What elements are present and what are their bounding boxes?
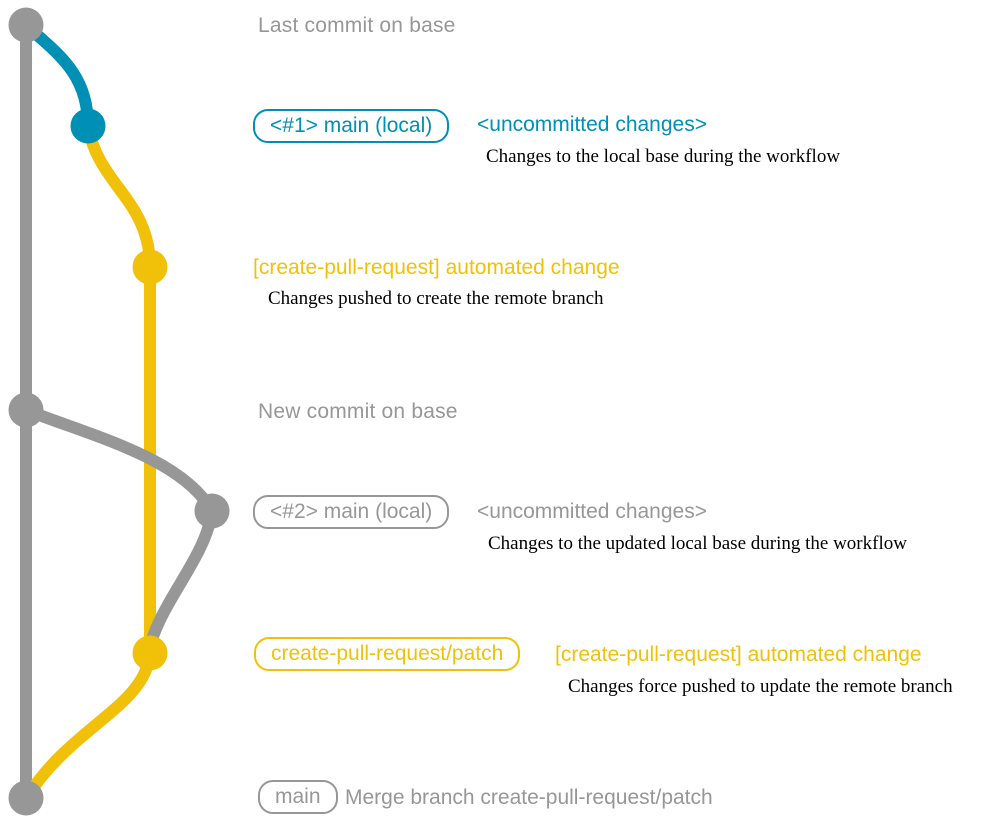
commit-dot-new-base [8,392,44,428]
branch-label-main-local-1: <#1> main (local) [253,109,450,143]
local-branch-curve-2 [20,404,218,517]
local-branch-curve-1 [20,19,94,132]
commit-dot-main-local-1 [70,108,106,144]
patch-branch-curve-top [82,120,156,273]
commit-dot-patch-2 [132,635,168,671]
caption-updated-local-base-changes: Changes to the updated local base during… [488,533,907,554]
branch-label-main: main [258,780,338,814]
commit-message-uncommitted-2: <uncommitted changes> [477,500,707,523]
patch-merge-curve [21,647,156,803]
new-commit-title: New commit on base [258,400,458,423]
commit-message-automated-change-2: [create-pull-request] automated change [555,643,922,666]
commit-dot-patch-1 [132,249,168,285]
commit-dot-last-base [8,7,44,43]
branch-label-main-local-2: <#2> main (local) [253,495,450,529]
caption-pushed-create-remote: Changes pushed to create the remote bran… [268,288,604,309]
caption-local-base-changes-1: Changes to the local base during the wor… [486,146,841,167]
commit-dot-main-local-2 [194,493,230,529]
last-commit-title: Last commit on base [258,14,456,37]
commit-dot-merge [8,780,44,816]
commit-message-uncommitted-1: <uncommitted changes> [477,113,707,136]
commit-message-automated-change-1: [create-pull-request] automated change [253,256,620,279]
branch-label-create-pull-request-patch: create-pull-request/patch [254,637,521,671]
commit-message-merge-branch: Merge branch create-pull-request/patch [345,786,713,809]
local-to-patch-curve [143,505,218,656]
caption-force-pushed-update-remote: Changes force pushed to update the remot… [568,676,953,697]
